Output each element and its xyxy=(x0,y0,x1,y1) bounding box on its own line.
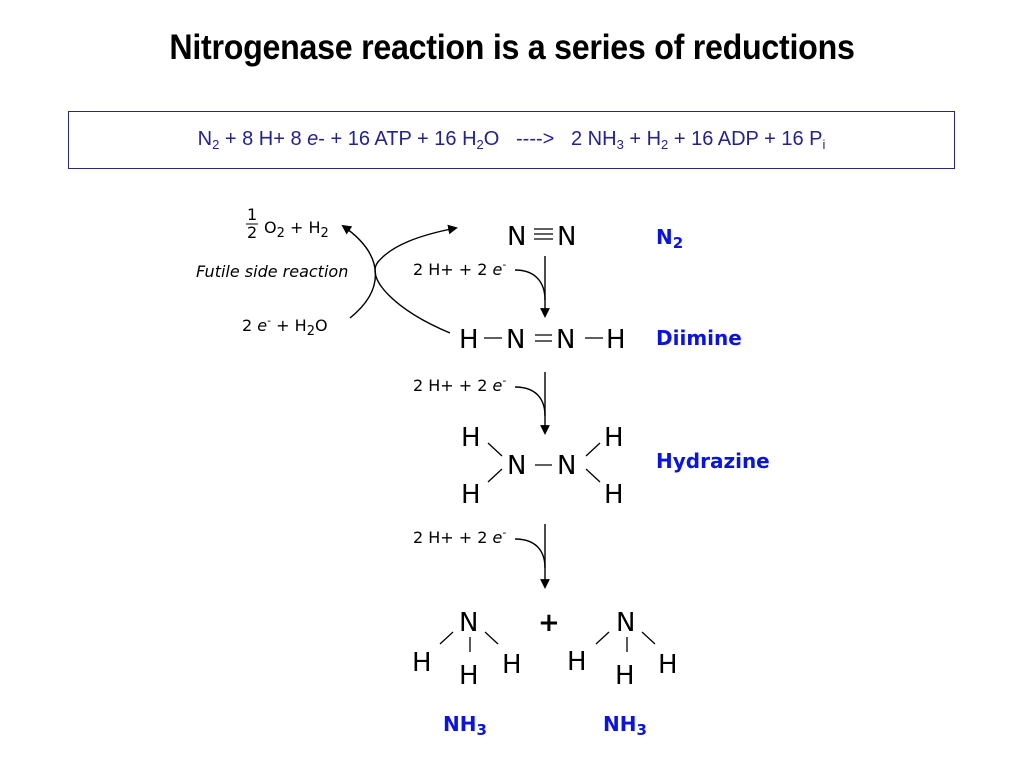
svg-text:N: N xyxy=(506,325,525,355)
svg-text:O2 + H2: O2 + H2 xyxy=(264,218,329,241)
futile-side-reaction-label: Futile side reaction xyxy=(196,262,348,281)
svg-text:H: H xyxy=(459,661,479,691)
svg-text:H: H xyxy=(461,480,481,510)
svg-text:2 H+ + 2 e-: 2 H+ + 2 e- xyxy=(413,526,506,547)
svg-text:H: H xyxy=(502,650,522,680)
svg-text:N: N xyxy=(507,451,526,481)
svg-text:1: 1 xyxy=(247,205,257,224)
svg-text:H: H xyxy=(658,650,678,680)
reduction-step-1: 2 H+ + 2 e- xyxy=(413,256,550,318)
molecule-ammonia-1: N H H H NH3 xyxy=(412,608,522,739)
svg-text:H: H xyxy=(615,661,635,691)
svg-text:2 e- + H2O: 2 e- + H2O xyxy=(242,314,328,339)
svg-text:N: N xyxy=(556,325,575,355)
svg-text:2: 2 xyxy=(247,223,257,242)
label-nh3-1: NH3 xyxy=(443,712,487,739)
plus-sign: + xyxy=(538,608,560,638)
label-hydrazine: Hydrazine xyxy=(656,449,770,473)
svg-text:N: N xyxy=(557,222,576,252)
svg-text:H: H xyxy=(461,423,481,453)
side-reaction: 1 2 O2 + H2 Futile side reaction 2 e- + … xyxy=(196,205,458,339)
label-n2: N2 xyxy=(656,225,683,252)
svg-text:H: H xyxy=(459,325,479,355)
label-nh3-2: NH3 xyxy=(603,712,647,739)
svg-text:H: H xyxy=(412,648,432,678)
svg-text:N: N xyxy=(616,608,635,638)
svg-text:H: H xyxy=(604,480,624,510)
overall-equation-box: N2 + 8 H+ 8 e- + 16 ATP + 16 H2O ----> 2… xyxy=(68,111,955,169)
svg-text:N: N xyxy=(459,608,478,638)
molecule-ammonia-2: N H H H NH3 xyxy=(567,608,678,739)
svg-text:H: H xyxy=(606,325,626,355)
svg-text:N: N xyxy=(557,451,576,481)
reduction-step-3: 2 H+ + 2 e- xyxy=(413,524,550,589)
slide-title: Nitrogenase reaction is a series of redu… xyxy=(169,28,855,67)
label-diimine: Diimine xyxy=(656,326,742,350)
molecule-diimine: H N N H Diimine xyxy=(459,325,742,355)
molecule-hydrazine: H H N N H H Hydrazine xyxy=(461,423,770,510)
svg-text:H: H xyxy=(567,647,587,677)
svg-text:N: N xyxy=(507,222,526,252)
overall-equation: N2 + 8 H+ 8 e- + 16 ATP + 16 H2O ----> 2… xyxy=(197,128,826,152)
svg-text:2 H+ + 2 e-: 2 H+ + 2 e- xyxy=(413,374,506,395)
molecule-n2: N N N2 xyxy=(507,222,683,252)
reduction-step-2: 2 H+ + 2 e- xyxy=(413,372,550,435)
svg-text:H: H xyxy=(604,423,624,453)
svg-text:2 H+ + 2 e-: 2 H+ + 2 e- xyxy=(413,258,506,279)
side-reaction-arrow-diimine-to-n2 xyxy=(374,224,458,334)
